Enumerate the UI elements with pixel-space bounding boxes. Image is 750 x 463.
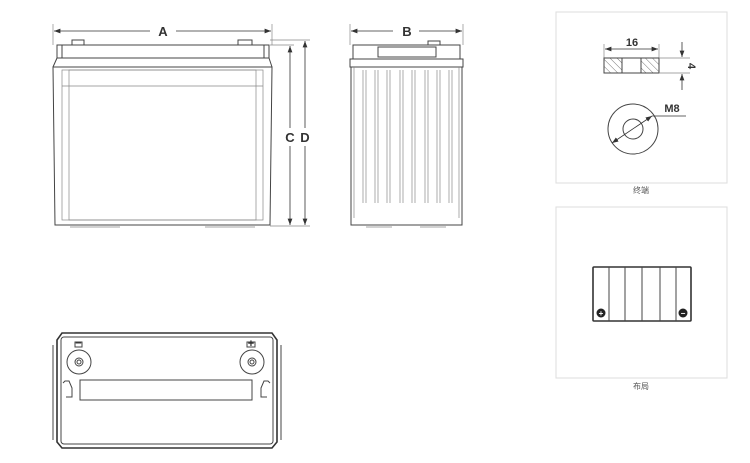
dimension-c-label: C (285, 130, 295, 145)
layout-positive-symbol: + (599, 309, 604, 318)
dimension-d-label: D (300, 130, 309, 145)
layout-caption: 布局 (633, 381, 649, 391)
terminal-panel: 16 4 M8 终端 (555, 11, 728, 195)
top-positive-symbol: + (248, 338, 254, 350)
terminal-thread-label: M8 (664, 103, 679, 115)
layout-negative-symbol: − (681, 309, 686, 318)
terminal-thickness-dim: 4 (685, 63, 697, 70)
terminal-caption: 终端 (633, 185, 649, 195)
terminal-width-dim: 16 (626, 37, 638, 49)
front-view: A C D (52, 24, 310, 228)
negative-terminal-icon (678, 308, 688, 318)
dimension-b-label: B (402, 24, 411, 39)
layout-panel: + − 布局 (555, 206, 728, 391)
top-view: − + (52, 332, 282, 449)
top-negative-symbol: − (75, 338, 81, 350)
dimension-a-label: A (158, 24, 168, 39)
side-view: B (349, 24, 464, 228)
positive-terminal-icon (596, 308, 606, 318)
